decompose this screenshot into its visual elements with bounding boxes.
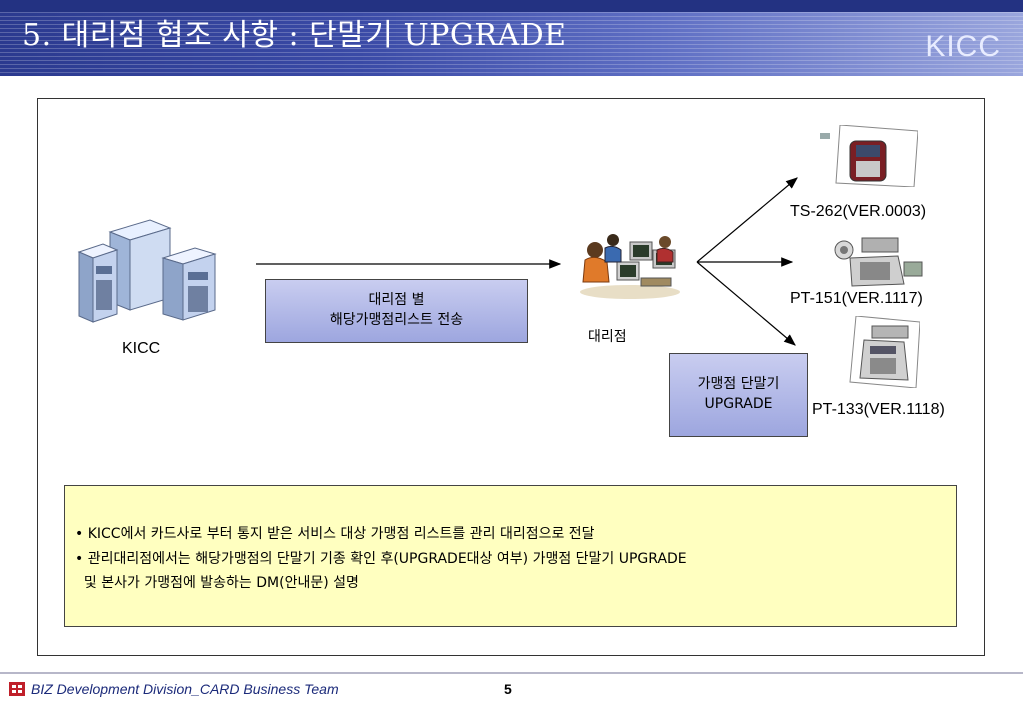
slide-title: 5. 대리점 협조 사항 : 단말기 UPGRADE	[22, 18, 567, 53]
header-banner: 5. 대리점 협조 사항 : 단말기 UPGRADE KICC	[0, 0, 1023, 76]
upgrade-box: 가맹점 단말기 UPGRADE	[669, 353, 808, 437]
arrow-agency-to-ts262	[696, 177, 798, 263]
agency-workers-icon	[580, 234, 680, 299]
note-line-3: 및 본사가 가맹점에 발송하는 DM(안내문) 설명	[75, 575, 359, 591]
notes-box: • KICC에서 카드사로 부터 통지 받은 서비스 대상 가맹점 리스트를 관…	[64, 485, 957, 627]
kicc-logo: KICC	[925, 30, 1001, 63]
terminal-pt151-image	[834, 237, 923, 287]
note-line-1: • KICC에서 카드사로 부터 통지 받은 서비스 대상 가맹점 리스트를 관…	[75, 526, 595, 542]
terminal-pt151-label: PT-151(VER.1117)	[790, 290, 923, 307]
company-flag-icon	[9, 682, 25, 696]
terminal-pt133-image	[849, 316, 920, 388]
terminal-ts262-image	[820, 125, 918, 187]
terminal-ts262-label: TS-262(VER.0003)	[790, 203, 927, 220]
page-number: 5	[504, 681, 512, 697]
kicc-label: KICC	[122, 340, 161, 357]
upgrade-box-line1: 가맹점 단말기	[697, 376, 780, 392]
header-top-band	[0, 0, 1023, 12]
transfer-list-box: 대리점 별 해당가맹점리스트 전송	[265, 279, 528, 343]
terminal-pt133-label: PT-133(VER.1118)	[812, 401, 945, 418]
footer-team-text: BIZ Development Division_CARD Business T…	[31, 681, 339, 697]
note-line-2: • 관리대리점에서는 해당가맹점의 단말기 기종 확인 후(UPGRADE대상 …	[75, 551, 687, 567]
agency-label: 대리점	[588, 329, 627, 345]
server-icon	[77, 219, 217, 323]
transfer-box-line2: 해당가맹점리스트 전송	[329, 312, 464, 328]
arrow-agency-to-pt133	[696, 261, 796, 346]
upgrade-box-line2: UPGRADE	[704, 396, 773, 412]
footer-divider	[0, 672, 1023, 674]
transfer-box-line1: 대리점 별	[368, 292, 425, 308]
